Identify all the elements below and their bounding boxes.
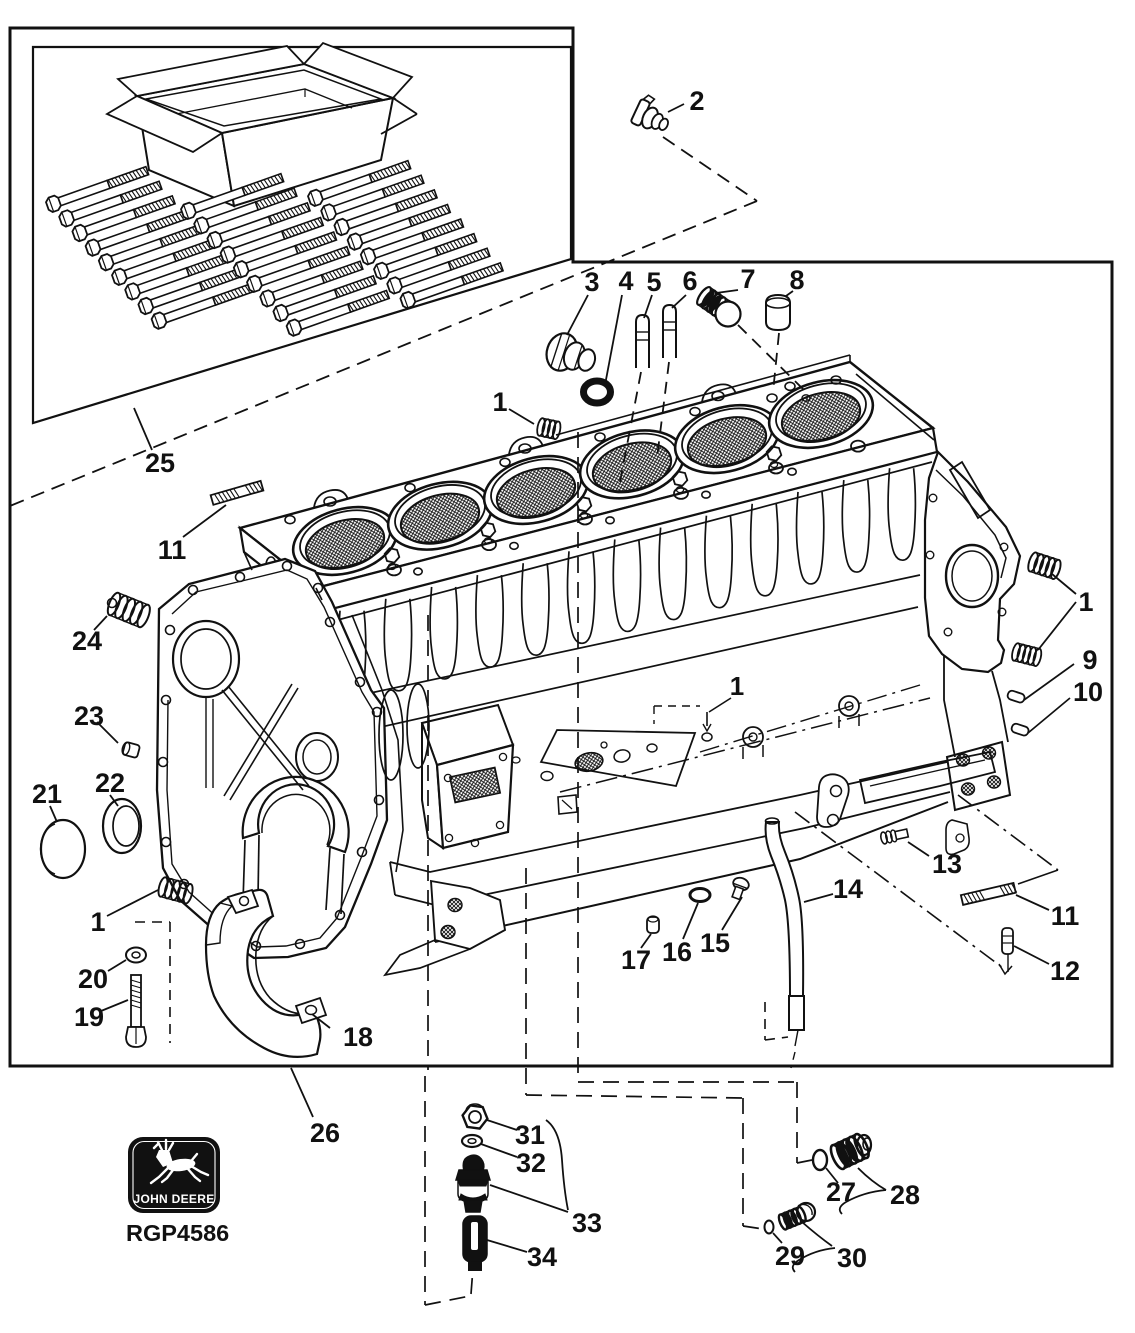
- svg-text:23: 23: [74, 701, 104, 731]
- svg-text:1: 1: [90, 907, 105, 937]
- svg-text:JOHN DEERE: JOHN DEERE: [133, 1192, 214, 1206]
- svg-text:30: 30: [837, 1243, 867, 1273]
- svg-text:18: 18: [343, 1022, 373, 1052]
- svg-text:20: 20: [78, 964, 108, 994]
- svg-text:26: 26: [310, 1118, 340, 1148]
- svg-text:19: 19: [74, 1002, 104, 1032]
- svg-text:10: 10: [1073, 677, 1103, 707]
- svg-text:31: 31: [515, 1120, 545, 1150]
- svg-text:5: 5: [646, 267, 661, 297]
- svg-text:25: 25: [145, 448, 175, 478]
- svg-text:11: 11: [158, 535, 187, 565]
- svg-text:15: 15: [700, 928, 730, 958]
- svg-text:24: 24: [72, 626, 102, 656]
- svg-text:29: 29: [775, 1241, 805, 1271]
- svg-text:1: 1: [730, 671, 744, 701]
- svg-text:13: 13: [932, 849, 962, 879]
- svg-text:11: 11: [1051, 901, 1080, 931]
- svg-text:6: 6: [682, 266, 697, 296]
- svg-text:1: 1: [492, 387, 507, 417]
- svg-text:21: 21: [32, 779, 62, 809]
- svg-text:27: 27: [826, 1177, 856, 1207]
- svg-text:22: 22: [95, 768, 125, 798]
- svg-text:RGP4586: RGP4586: [126, 1220, 229, 1246]
- svg-text:33: 33: [572, 1208, 602, 1238]
- svg-text:2: 2: [689, 86, 704, 116]
- svg-text:3: 3: [584, 267, 599, 297]
- svg-text:4: 4: [618, 266, 633, 296]
- svg-text:17: 17: [621, 945, 651, 975]
- svg-text:7: 7: [740, 264, 755, 294]
- svg-text:9: 9: [1082, 645, 1097, 675]
- svg-text:12: 12: [1050, 956, 1080, 986]
- svg-text:1: 1: [1078, 587, 1093, 617]
- svg-text:28: 28: [890, 1180, 920, 1210]
- svg-text:8: 8: [789, 265, 804, 295]
- svg-text:34: 34: [527, 1242, 557, 1272]
- svg-text:32: 32: [516, 1148, 546, 1178]
- svg-text:14: 14: [833, 874, 863, 904]
- svg-text:16: 16: [662, 937, 692, 967]
